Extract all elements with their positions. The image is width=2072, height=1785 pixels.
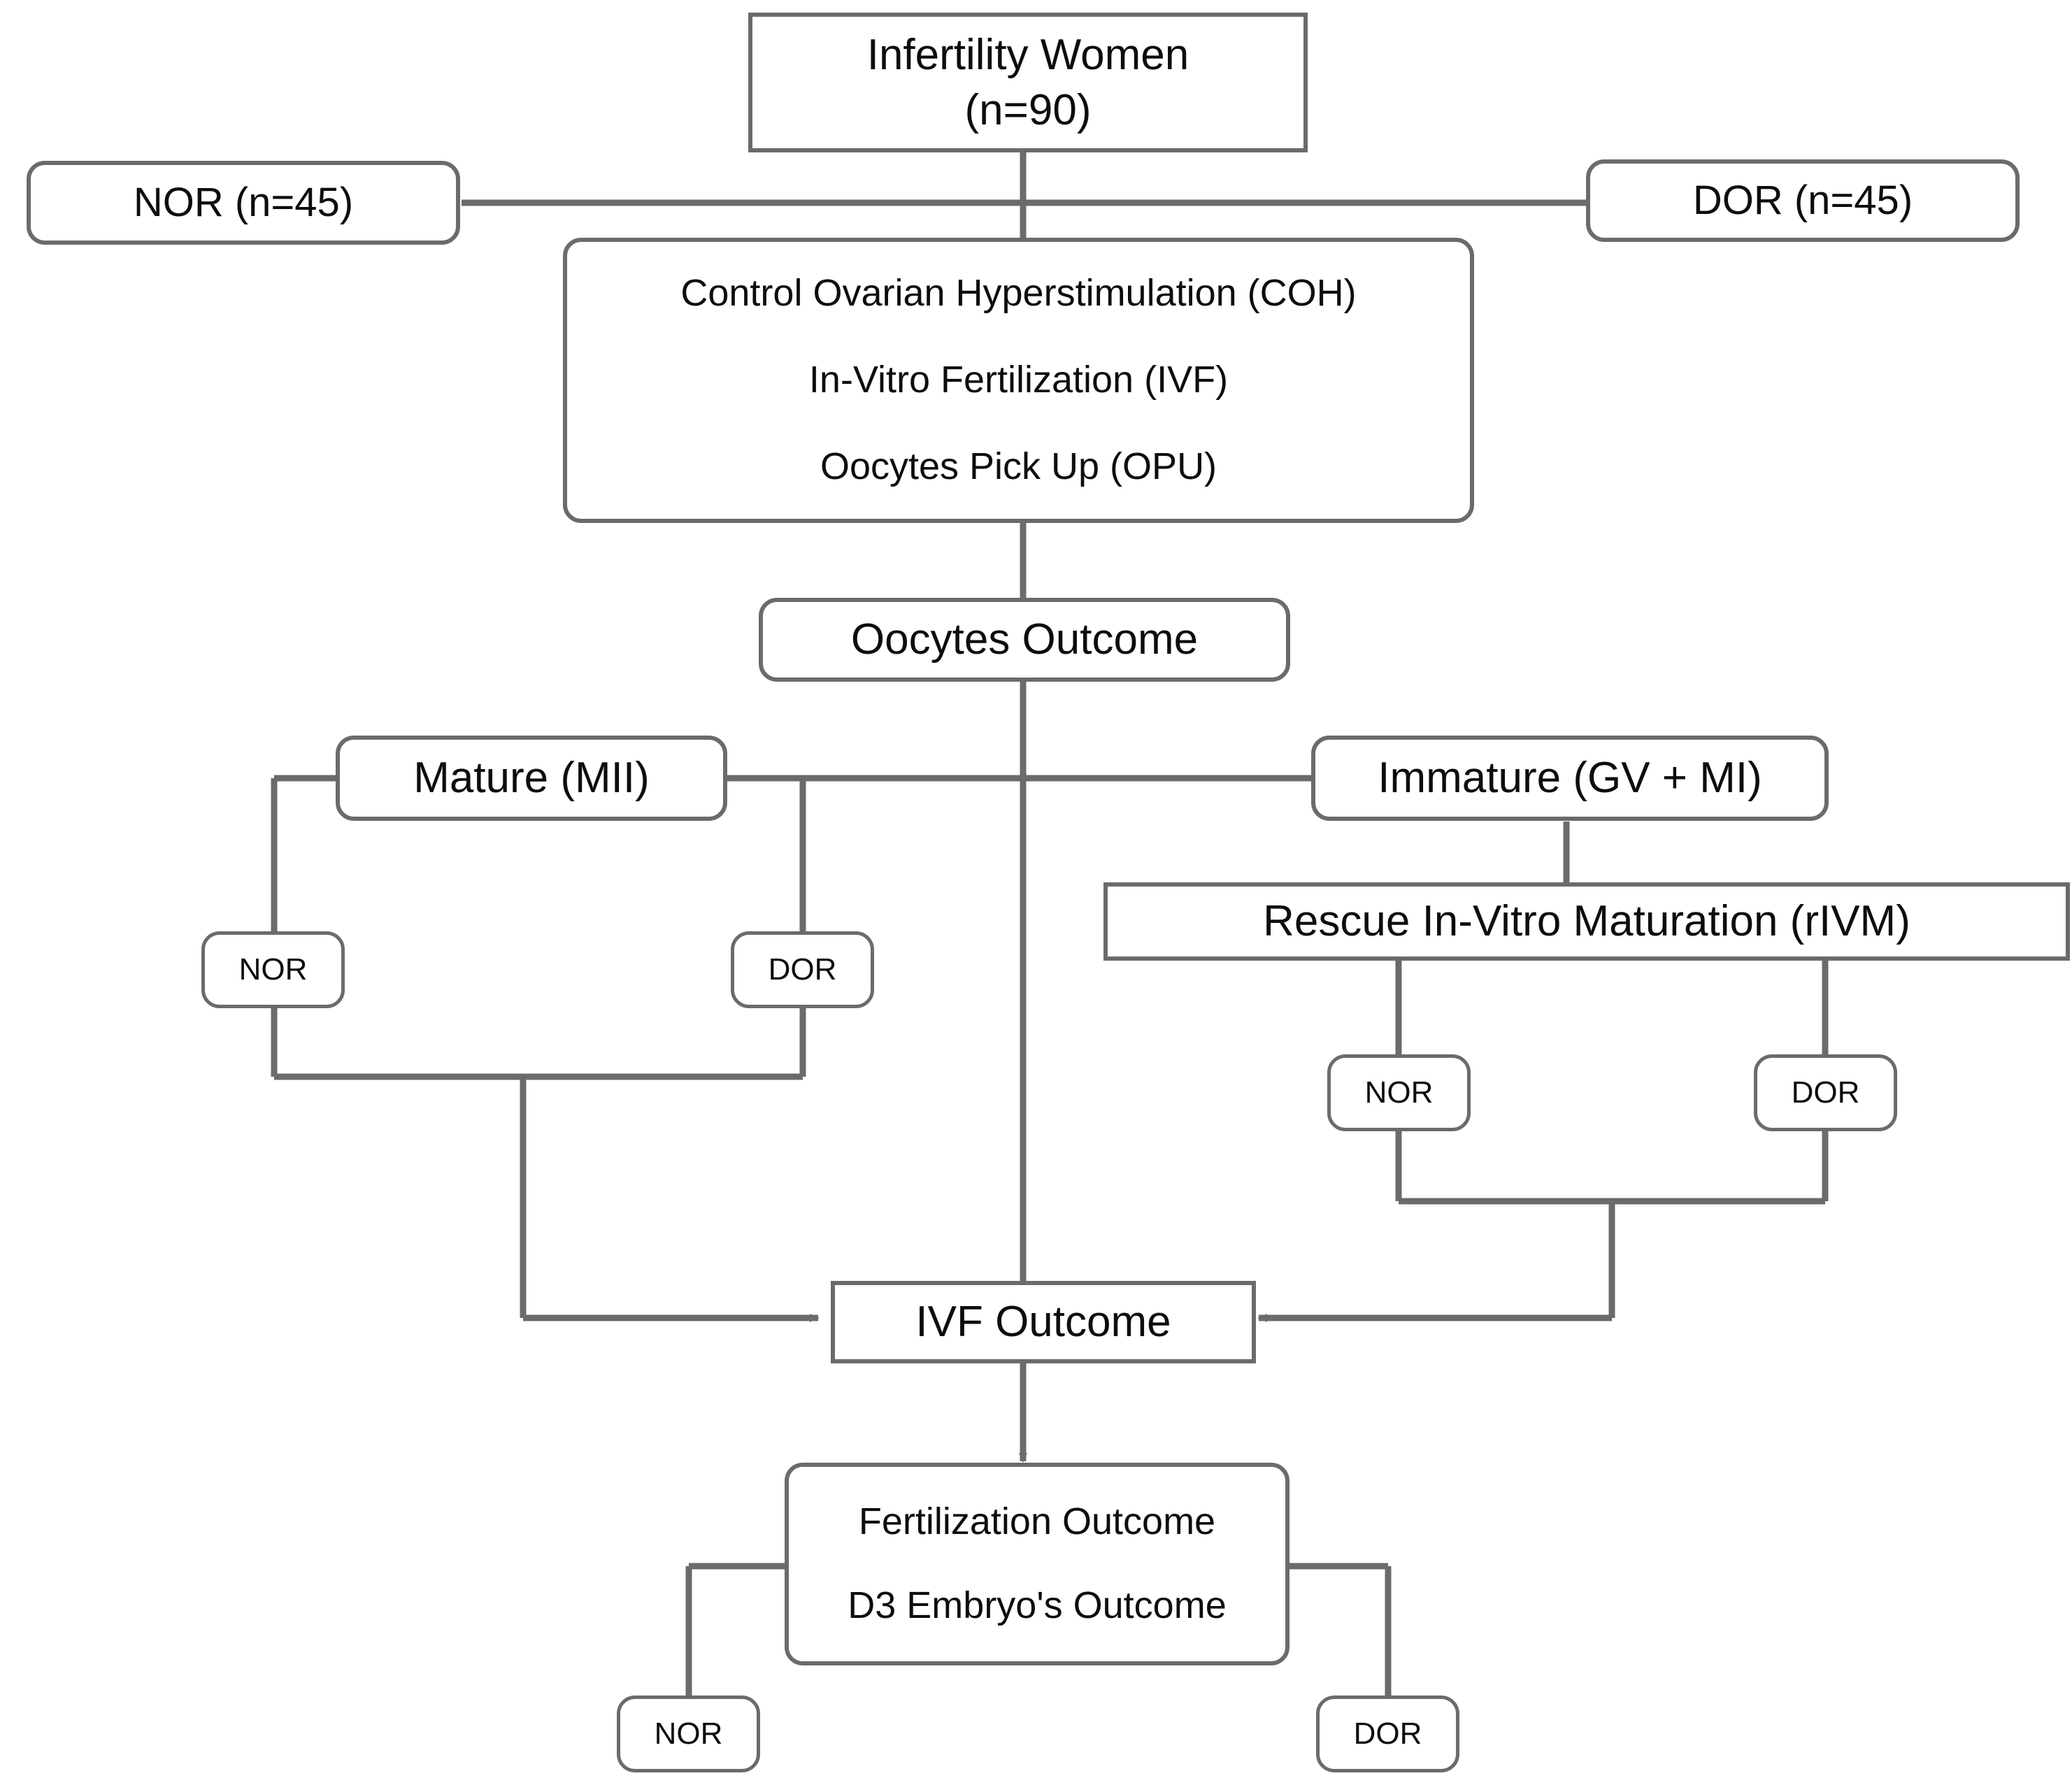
node-final-dor[interactable]: DOR <box>1316 1696 1459 1772</box>
rivm-nor-label: NOR <box>1364 1075 1434 1110</box>
node-fertilization-outcome[interactable]: Fertilization Outcome D3 Embryo's Outcom… <box>785 1463 1289 1665</box>
node-procedures[interactable]: Control Ovarian Hyperstimulation (COH) I… <box>563 238 1474 523</box>
ivf-outcome-label: IVF Outcome <box>915 1298 1171 1347</box>
infertility-women-line2: (n=90) <box>964 86 1092 134</box>
node-ivf-outcome[interactable]: IVF Outcome <box>831 1281 1256 1363</box>
procedures-coh: Control Ovarian Hyperstimulation (COH) <box>680 272 1357 315</box>
mature-label: Mature (MII) <box>413 754 650 803</box>
immature-label: Immature (GV + MI) <box>1378 754 1762 803</box>
procedures-ivf: In-Vitro Fertilization (IVF) <box>808 359 1229 401</box>
rivm-dor-label: DOR <box>1791 1075 1860 1110</box>
final-nor-label: NOR <box>654 1716 723 1751</box>
dor-group-label: DOR (n=45) <box>1692 177 1913 223</box>
procedures-opu: Oocytes Pick Up (OPU) <box>820 445 1217 487</box>
nor-group-label: NOR (n=45) <box>133 179 354 225</box>
fertilization-outcome-line2: D3 Embryo's Outcome <box>848 1584 1227 1626</box>
final-dor-label: DOR <box>1353 1716 1422 1751</box>
node-mature[interactable]: Mature (MII) <box>336 736 727 821</box>
fertilization-outcome-line1: Fertilization Outcome <box>858 1500 1216 1543</box>
mature-dor-label: DOR <box>768 952 837 987</box>
node-dor-group[interactable]: DOR (n=45) <box>1586 159 2020 242</box>
mature-nor-label: NOR <box>238 952 308 987</box>
rivm-label: Rescue In-Vitro Maturation (rIVM) <box>1263 897 1910 946</box>
node-rivm-nor[interactable]: NOR <box>1327 1054 1471 1131</box>
node-infertility-women[interactable]: Infertility Women (n=90) <box>748 13 1308 152</box>
node-nor-group[interactable]: NOR (n=45) <box>27 161 460 245</box>
node-mature-dor[interactable]: DOR <box>731 931 874 1008</box>
node-rivm-dor[interactable]: DOR <box>1754 1054 1897 1131</box>
node-mature-nor[interactable]: NOR <box>201 931 345 1008</box>
oocytes-outcome-label: Oocytes Outcome <box>850 615 1199 664</box>
node-oocytes-outcome[interactable]: Oocytes Outcome <box>759 598 1290 682</box>
node-immature[interactable]: Immature (GV + MI) <box>1311 736 1829 821</box>
node-final-nor[interactable]: NOR <box>617 1696 760 1772</box>
node-rivm[interactable]: Rescue In-Vitro Maturation (rIVM) <box>1103 882 2070 961</box>
infertility-women-line1: Infertility Women <box>866 30 1189 79</box>
